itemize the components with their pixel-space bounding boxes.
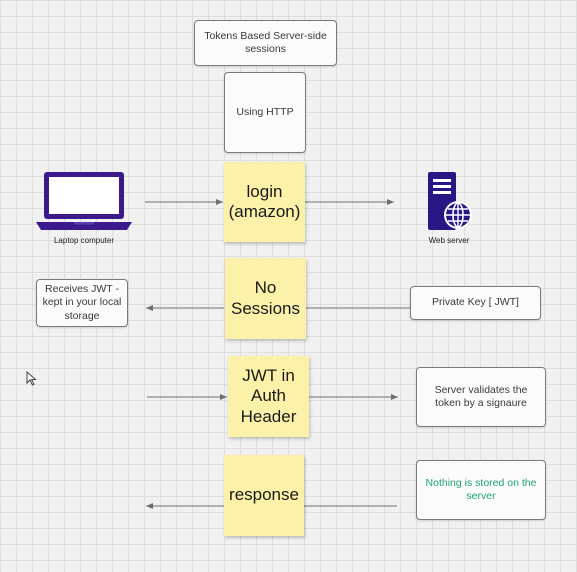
- web-server-icon: [428, 172, 472, 230]
- title-text: Tokens Based Server-side sessions: [204, 29, 327, 55]
- step-login-note: login (amazon): [224, 162, 305, 242]
- cursor-icon: [26, 371, 37, 386]
- server-validates-box: Server validates the token by a signaure: [416, 367, 546, 427]
- step-no-sessions-note: No Sessions: [225, 258, 306, 339]
- nothing-stored-box: Nothing is stored on the server: [416, 460, 546, 520]
- title-box: Tokens Based Server-side sessions: [194, 20, 337, 66]
- server-validates-text: Server validates the token by a signaure: [434, 383, 528, 409]
- private-key-text: Private Key [ JWT]: [432, 296, 519, 309]
- step-jwt-header-text: JWT in Auth Header: [240, 366, 297, 426]
- receives-jwt-box: Receives JWT - kept in your local storag…: [36, 279, 128, 327]
- laptop-label: Laptop computer: [53, 236, 115, 245]
- receives-jwt-text: Receives JWT - kept in your local storag…: [42, 283, 122, 322]
- step-no-sessions-text: No Sessions: [231, 278, 300, 318]
- step-login-text: login (amazon): [228, 181, 301, 221]
- step-response-text: response: [229, 485, 299, 505]
- protocol-box: Using HTTP: [224, 72, 306, 153]
- laptop-icon: [36, 172, 132, 230]
- nothing-stored-text: Nothing is stored on the server: [425, 476, 537, 502]
- web-server-label: Web server: [428, 236, 470, 245]
- step-response-note: response: [224, 455, 304, 536]
- step-jwt-header-note: JWT in Auth Header: [228, 356, 309, 437]
- private-key-box: Private Key [ JWT]: [410, 286, 541, 320]
- protocol-text: Using HTTP: [236, 105, 294, 118]
